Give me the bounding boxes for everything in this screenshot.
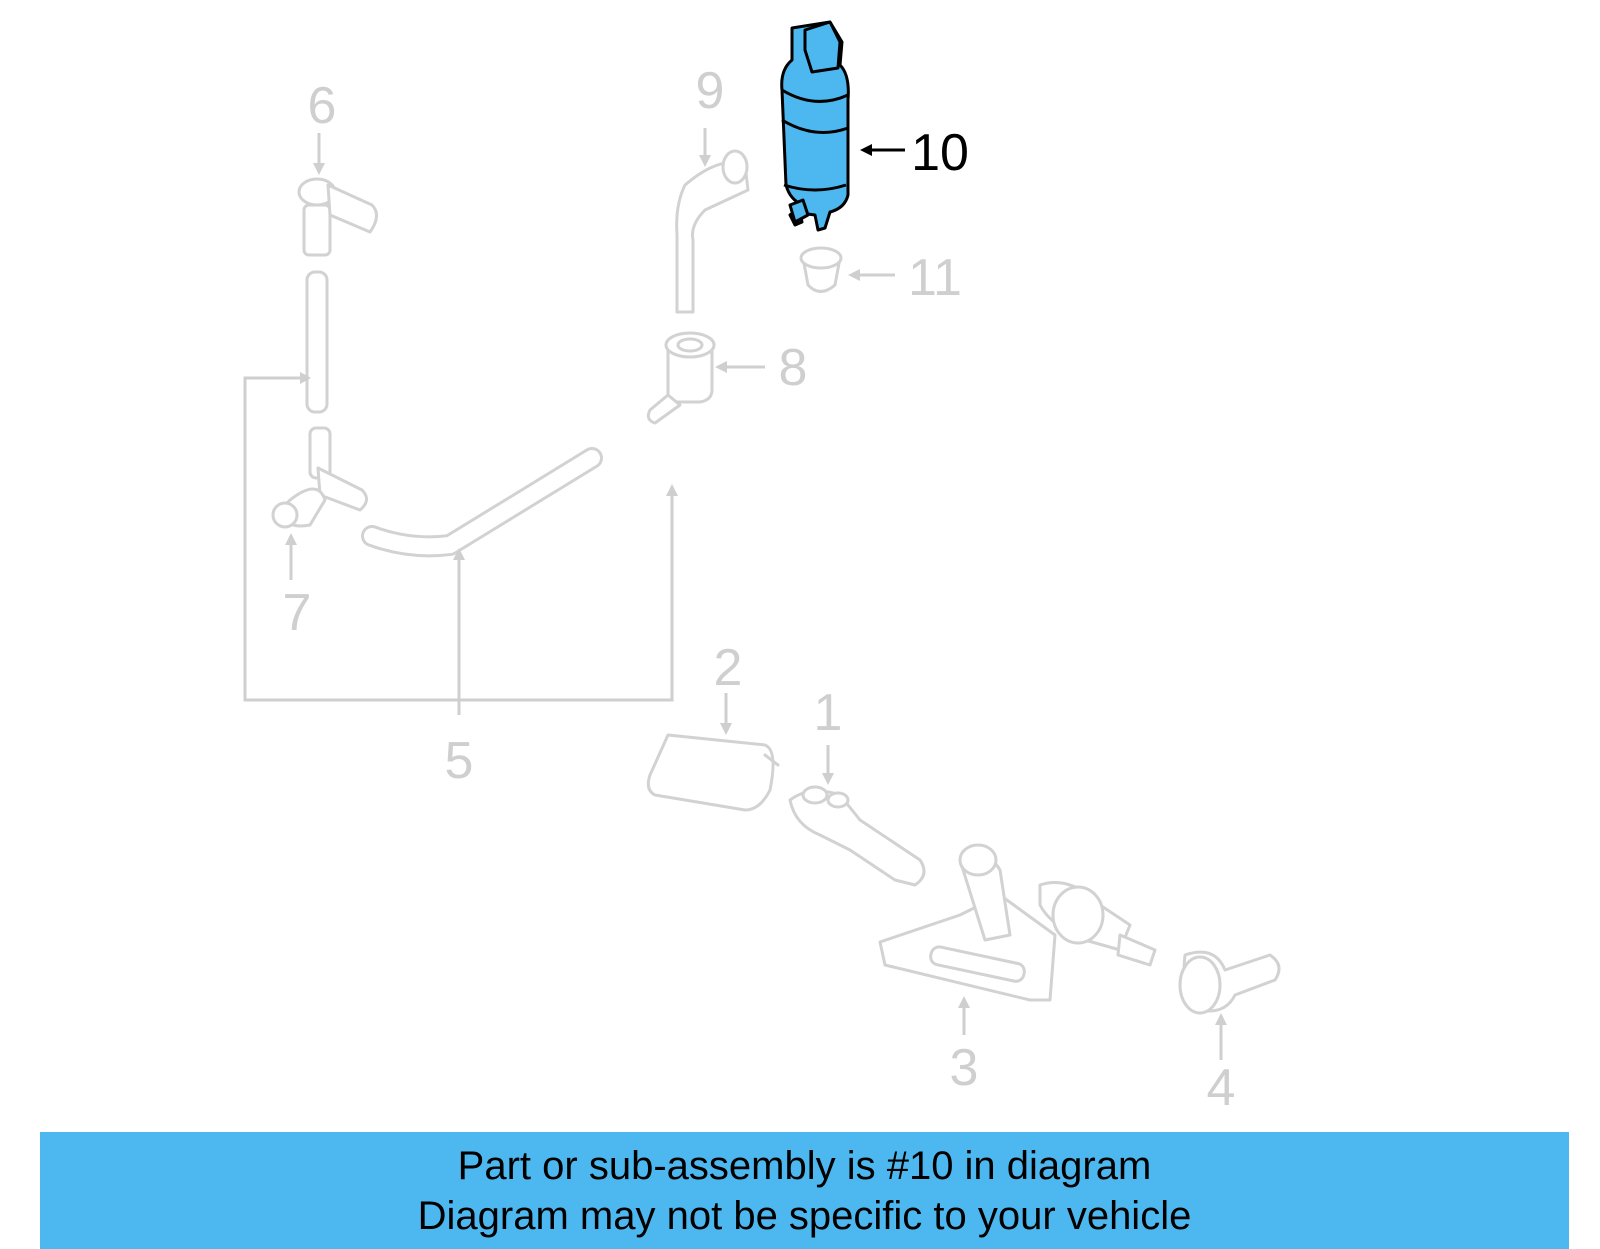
callout-1: 1 [814,684,843,742]
grommet-8 [646,331,716,425]
washer-hose-long [360,277,1330,930]
hose-elbow-9 [675,149,750,314]
callout-7: 7 [283,584,312,642]
washer-nozzle-1 [788,785,926,887]
callout-10: 10 [911,124,969,182]
washer-hose-short [361,447,603,558]
banner-line-2: Diagram may not be specific to your vehi… [417,1193,1192,1238]
callout-5: 5 [445,732,474,790]
washer-pump-10 [780,20,850,232]
cover-cap-2 [646,733,780,812]
callout-numbers: 1 2 3 4 5 6 7 8 9 10 11 [283,62,1236,1117]
callout-4: 4 [1207,1059,1236,1117]
callout-3: 3 [950,1039,979,1097]
callout-9: 9 [696,62,725,120]
banner-line-1: Part or sub-assembly is #10 in diagram [457,1143,1152,1188]
seal-11 [799,246,843,293]
hose-vertical-6 [305,270,329,414]
leader-lines [285,128,1227,1060]
elbow-connector-4 [1178,950,1281,1015]
elbow-connector-6 [297,177,378,257]
callout-2: 2 [714,639,743,697]
parts-diagram: 1 2 3 4 5 6 7 8 9 10 11 [243,20,1330,1117]
callout-8: 8 [779,339,808,397]
washer-bracket-3 [878,843,1157,1002]
group-bracket-5 [243,372,678,715]
callout-6: 6 [308,77,337,135]
info-banner: Part or sub-assembly is #10 in diagram D… [40,1132,1569,1249]
y-connector-7 [271,426,368,529]
callout-11: 11 [908,249,962,307]
